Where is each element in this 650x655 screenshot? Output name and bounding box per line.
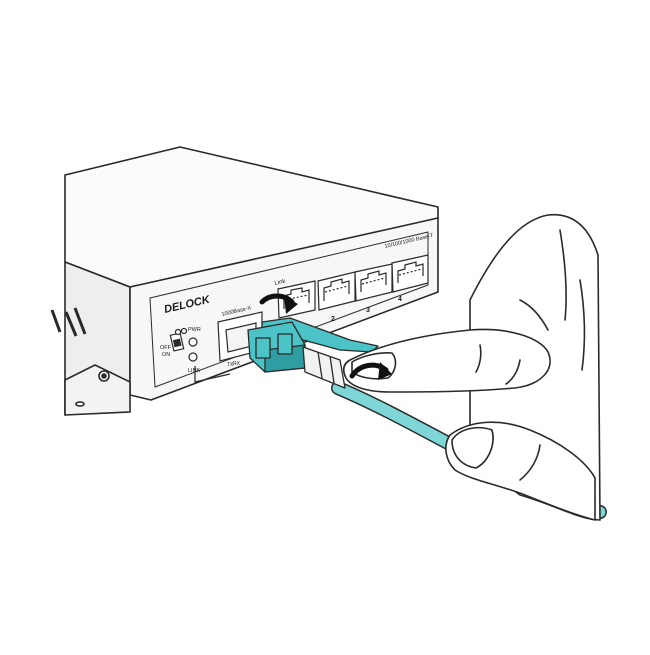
connector-boot-ridge [317,351,323,379]
switch-on-label: ON [162,352,170,358]
led-indicator [180,327,188,335]
finger-crease [519,299,549,331]
pwr-led-label: PWR [188,327,201,333]
action-arrows [259,293,392,380]
rj45-link-label: Link [274,278,287,287]
port-number-4: 4 [398,296,402,303]
rj45-port-4: 4 [391,254,429,303]
knuckle-line [519,444,541,481]
led-bracket-line [194,366,231,383]
knuckle-line [475,344,482,373]
knuckle-line [505,359,521,385]
link-led-label: LINK [188,368,201,374]
port-number-2: 2 [331,316,335,323]
side-vent-slot [64,311,78,337]
switch-front-bevel [149,231,429,388]
connector-boot [302,346,346,389]
rj45-port-3: 3 [354,263,393,314]
finger-crease [579,279,586,371]
connector-boot-ridge [329,355,335,384]
connector-clip [255,337,271,359]
thumbnail [451,426,494,469]
power-switch-toggle [172,338,182,348]
finger-crease [559,229,567,321]
bracket-screw-hole [101,373,107,379]
side-vent-slot [73,307,87,335]
lc-fiber-connector [247,317,379,389]
connector-clip [277,333,293,355]
bracket-screw-hole [75,401,85,407]
curved-arrow-right-icon [349,362,392,380]
side-vent-slot [50,309,62,333]
curved-arrow-down-icon [259,293,298,314]
link-led [188,352,198,362]
sfp-tx-label: TX [227,362,234,368]
switch-off-label: OFF [160,345,172,351]
port-number-3: 3 [366,307,370,314]
led-indicator [174,328,182,336]
rj45-port-2: 2 [317,271,356,323]
pwr-led [188,337,198,347]
sfp-rx-label: RX [233,361,241,367]
index-finger [342,328,551,393]
